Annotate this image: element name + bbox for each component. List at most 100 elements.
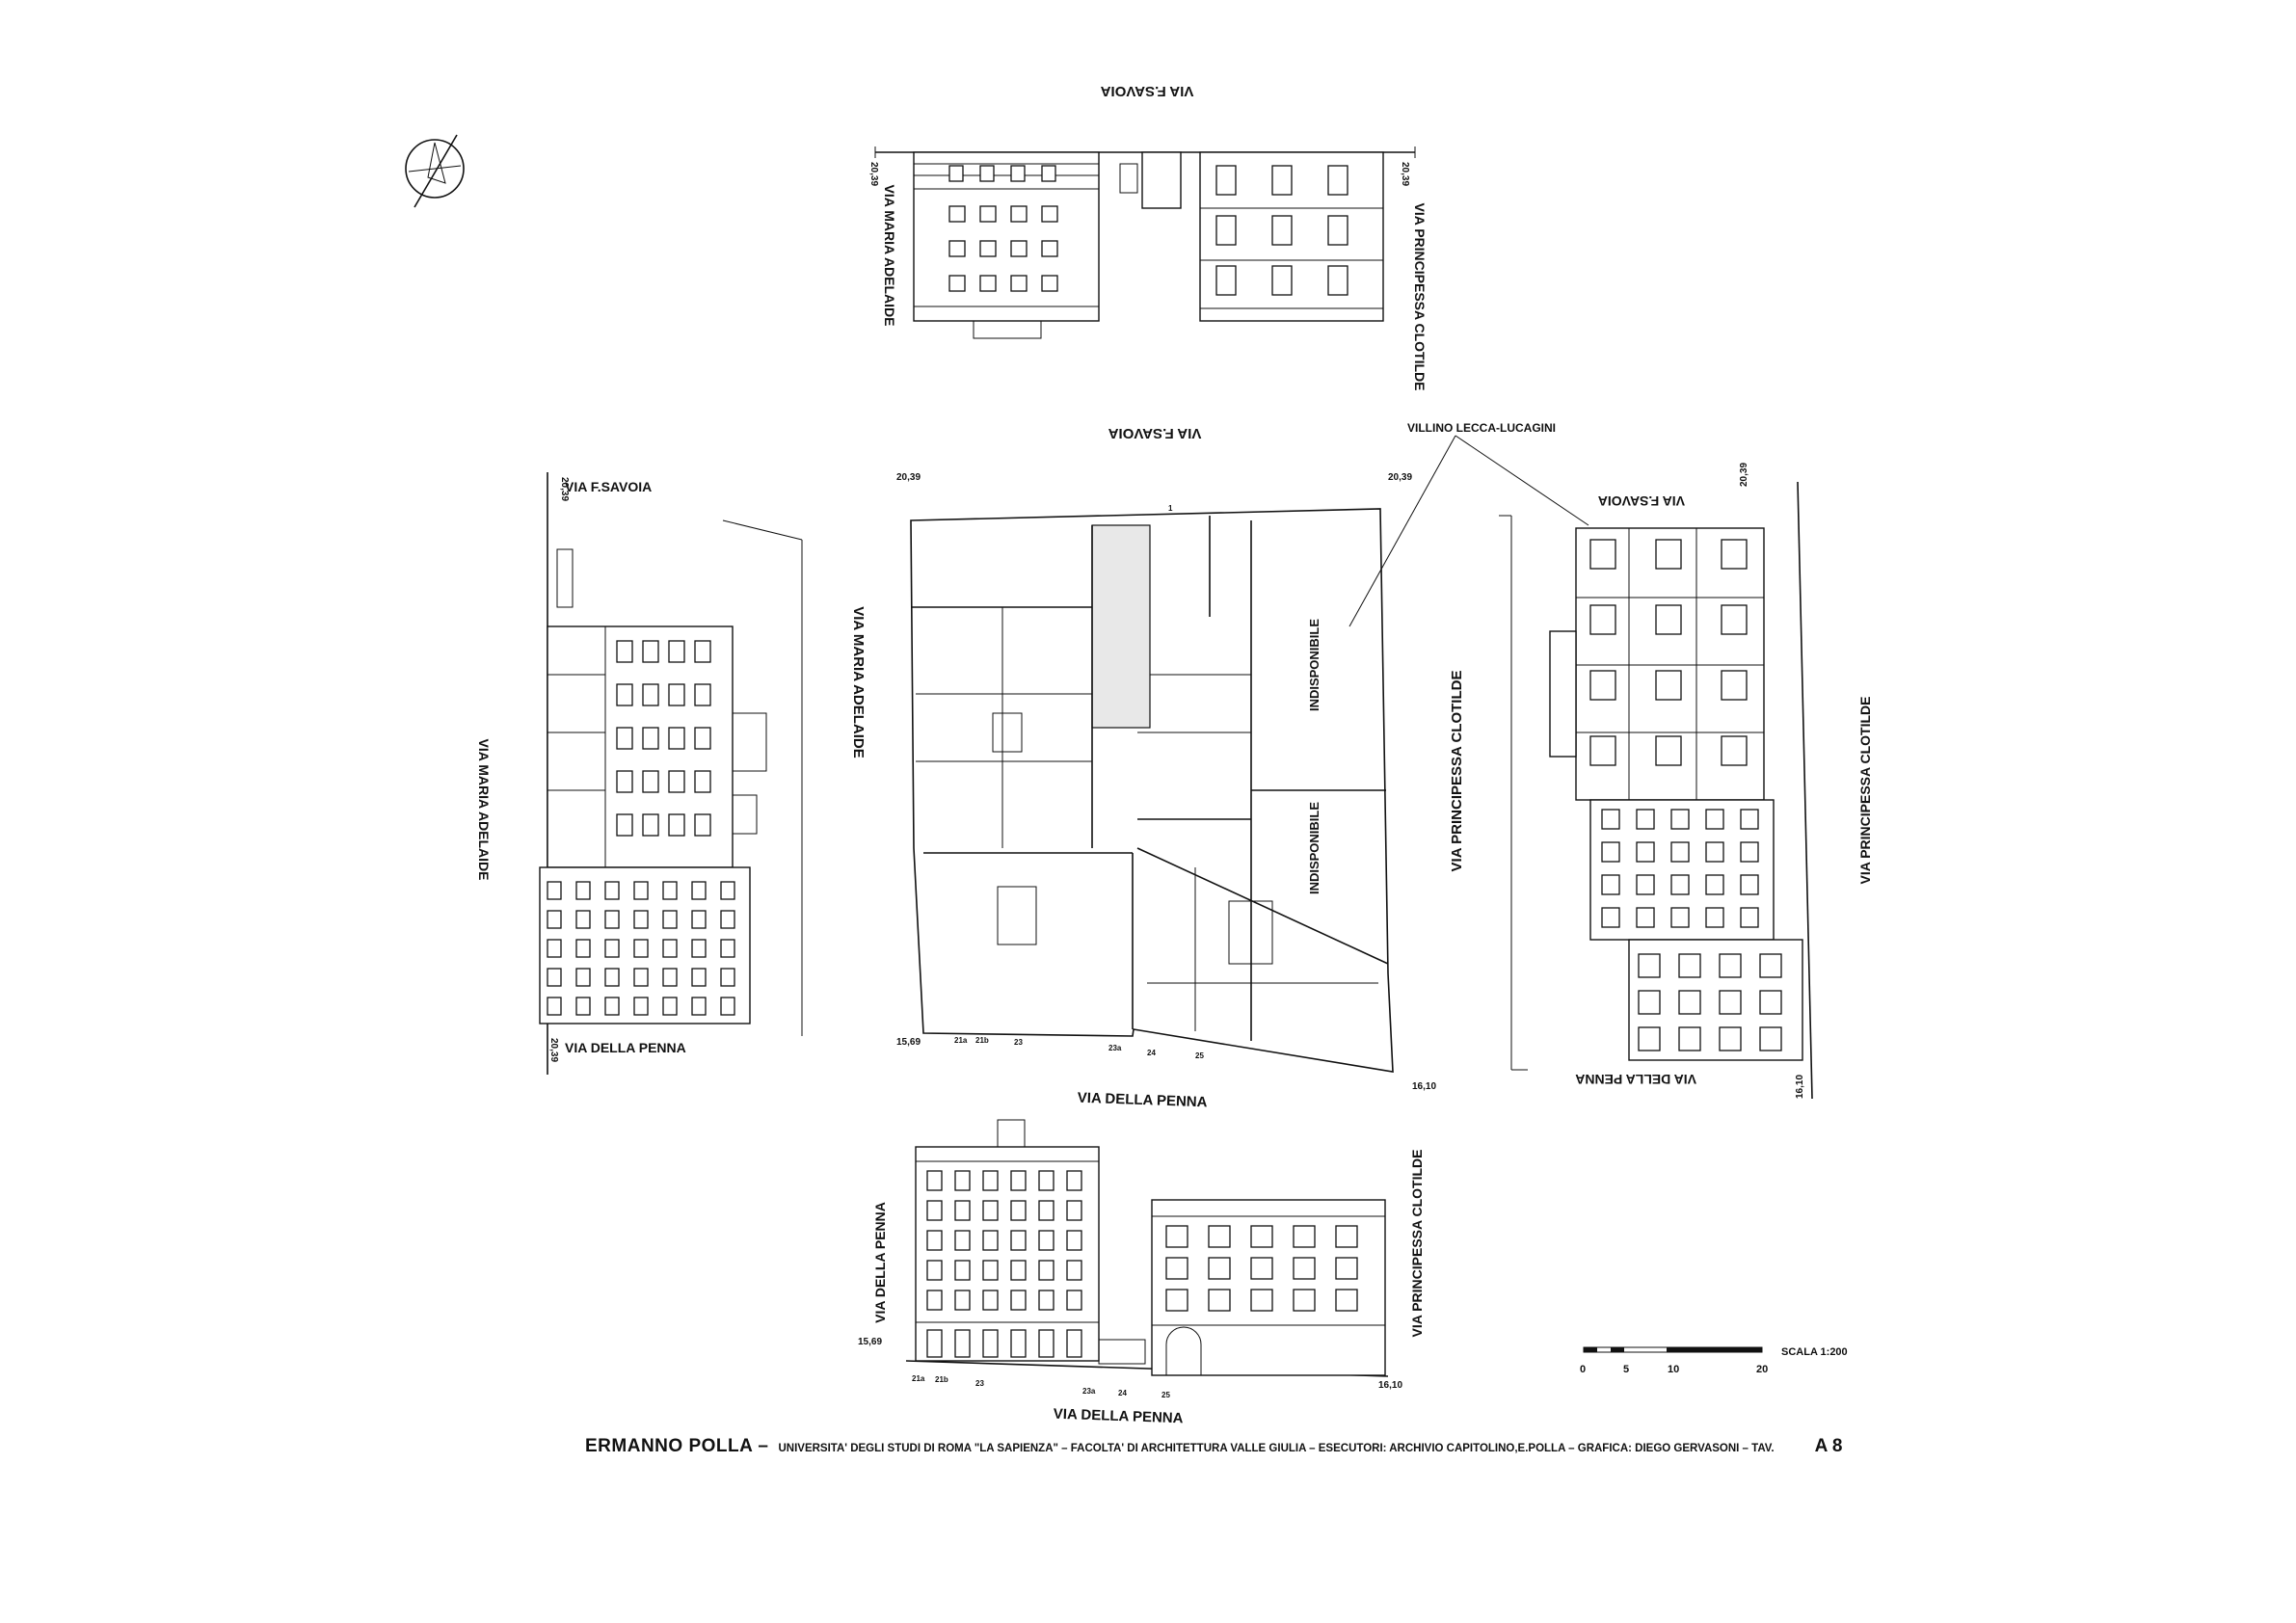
window <box>926 1170 943 1191</box>
window <box>1293 1225 1316 1248</box>
window <box>926 1200 943 1221</box>
window <box>642 813 659 837</box>
window <box>668 640 685 663</box>
elevation-mark-plan-ne: 20,39 <box>1388 472 1412 483</box>
window <box>1010 240 1028 257</box>
window <box>604 968 620 987</box>
window <box>1010 1329 1027 1358</box>
window <box>1601 841 1620 863</box>
window <box>1038 1329 1055 1358</box>
window <box>1335 1289 1358 1312</box>
street-label-plan-left: VIA MARIA ADELAIDE <box>850 606 867 758</box>
window <box>982 1290 999 1311</box>
street-label-plan-right: VIA PRINCIPESSA CLOTILDE <box>1449 671 1465 872</box>
window <box>1271 165 1293 196</box>
indisponibile-label-2: INDISPONIBILE <box>1307 802 1322 894</box>
right-elev-side-label: VIA PRINCIPESSA CLOTILDE <box>1857 697 1873 885</box>
window <box>662 910 678 929</box>
window <box>1719 1026 1742 1051</box>
window <box>1636 841 1655 863</box>
window <box>982 1230 999 1251</box>
window <box>1293 1289 1316 1312</box>
window <box>575 910 591 929</box>
window <box>1165 1225 1188 1248</box>
svg-text:21b: 21b <box>975 1036 989 1045</box>
window <box>1041 165 1056 182</box>
window <box>694 727 711 750</box>
window <box>979 275 997 292</box>
window <box>720 968 735 987</box>
window <box>1271 215 1293 246</box>
svg-text:20,39: 20,39 <box>548 1038 559 1062</box>
window <box>642 770 659 793</box>
window <box>691 968 707 987</box>
window <box>1327 165 1348 196</box>
window <box>642 683 659 706</box>
window <box>1678 953 1701 978</box>
window <box>1038 1230 1055 1251</box>
svg-text:0: 0 <box>1580 1364 1586 1375</box>
window <box>954 1200 971 1221</box>
window <box>691 910 707 929</box>
window <box>1655 539 1682 570</box>
window <box>604 881 620 900</box>
window <box>1041 205 1058 223</box>
window <box>616 813 633 837</box>
window <box>662 968 678 987</box>
window <box>1740 874 1759 895</box>
window <box>1250 1225 1273 1248</box>
window <box>694 770 711 793</box>
window <box>1010 1260 1027 1281</box>
window <box>982 1260 999 1281</box>
window <box>1038 1200 1055 1221</box>
window <box>1010 1170 1027 1191</box>
window <box>604 939 620 958</box>
window <box>979 205 997 223</box>
svg-text:23: 23 <box>1014 1038 1023 1047</box>
window <box>982 1329 999 1358</box>
left-elev-side-label: VIA MARIA ADELAIDE <box>476 739 492 881</box>
elevation-mark-plan-nw: 20,39 <box>896 472 921 483</box>
svg-text:1: 1 <box>1168 504 1173 513</box>
elevation-mark-top-right: 20,39 <box>1400 162 1410 186</box>
window <box>954 1170 971 1191</box>
window <box>1335 1257 1358 1280</box>
svg-text:20,39: 20,39 <box>1739 463 1749 487</box>
credits-line: UNIVERSITA' DEGLI STUDI DI ROMA "LA SAPI… <box>778 1443 1775 1454</box>
elevation-mark-plan-se: 16,10 <box>1412 1081 1436 1092</box>
window <box>642 640 659 663</box>
elevation-mark-plan-sw: 15,69 <box>896 1037 921 1048</box>
indisponibile-label-1: INDISPONIBILE <box>1307 619 1322 711</box>
svg-text:10: 10 <box>1668 1364 1679 1375</box>
window <box>1165 1289 1188 1312</box>
svg-text:23a: 23a <box>1082 1387 1096 1396</box>
window <box>575 881 591 900</box>
window <box>948 275 966 292</box>
window <box>1636 809 1655 830</box>
window <box>1589 539 1616 570</box>
window <box>1010 205 1028 223</box>
window <box>1066 1290 1082 1311</box>
north-arrow-icon <box>405 134 465 208</box>
street-label-top-left: VIA MARIA ADELAIDE <box>882 185 897 327</box>
window <box>720 910 735 929</box>
window <box>1655 670 1682 701</box>
window <box>1705 874 1724 895</box>
window <box>616 770 633 793</box>
window <box>1638 990 1661 1015</box>
window <box>1589 604 1616 635</box>
window <box>1041 240 1058 257</box>
window <box>691 939 707 958</box>
window <box>1038 1260 1055 1281</box>
window <box>1208 1257 1231 1280</box>
svg-text:16,10: 16,10 <box>1378 1380 1402 1391</box>
window <box>691 881 707 900</box>
window <box>668 727 685 750</box>
window <box>1740 907 1759 928</box>
window <box>633 910 649 929</box>
window <box>668 683 685 706</box>
window <box>1066 1329 1082 1358</box>
window <box>1740 841 1759 863</box>
window <box>1010 1230 1027 1251</box>
window <box>926 1260 943 1281</box>
